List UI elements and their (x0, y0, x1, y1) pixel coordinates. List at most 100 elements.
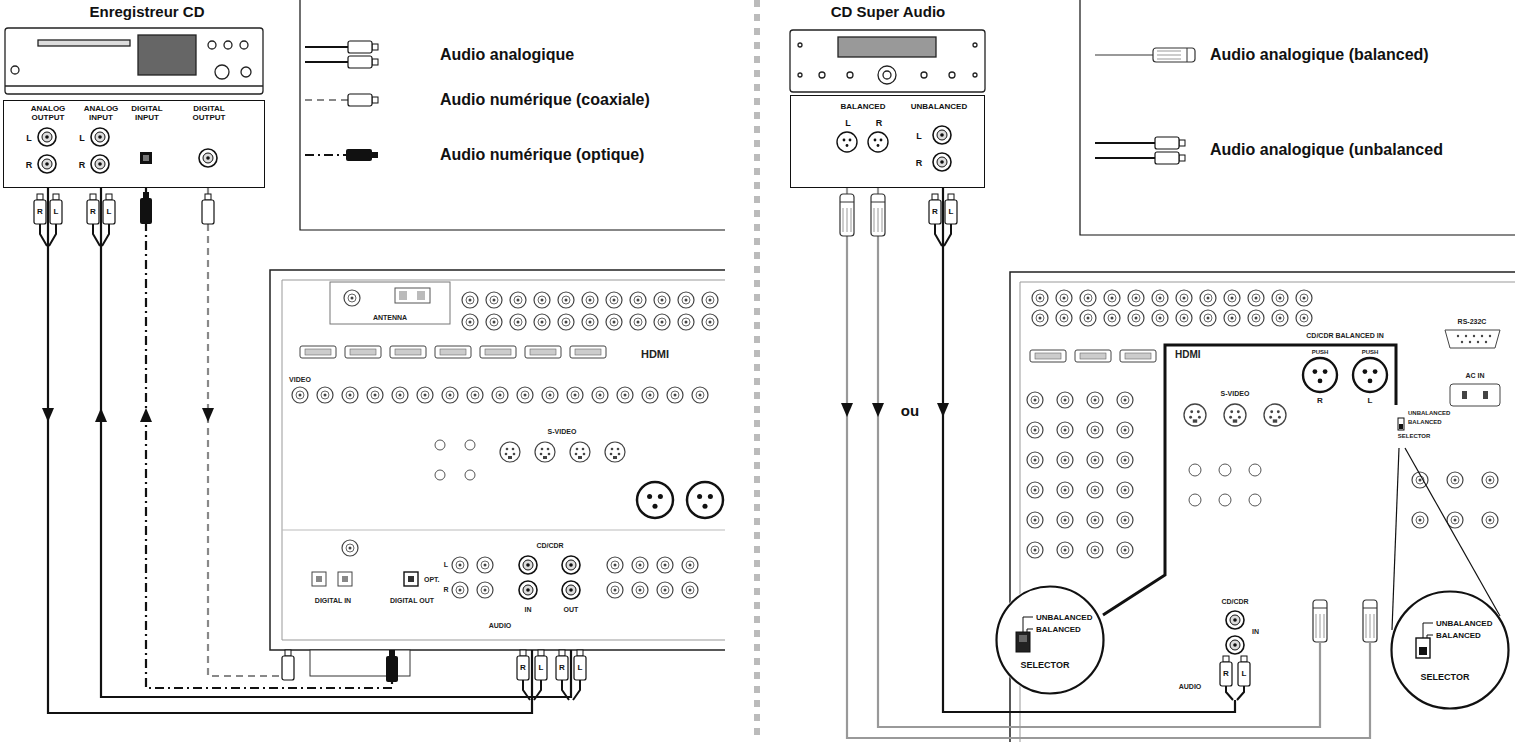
legend-sample (305, 99, 350, 101)
plug-letter: L (946, 207, 956, 217)
receiver-panel-right (1087, 392, 1103, 408)
panel-label: ANALOG OUTPUT (27, 104, 69, 122)
device-panel: CD Super AudioBALANCEDUNBALANCEDLRLR (790, 95, 985, 188)
receiver-panel-right (1248, 310, 1264, 326)
cd-recorder-body (38, 40, 130, 46)
panel-label: HDMI (1175, 349, 1201, 361)
receiver-panel-left (534, 314, 550, 330)
recorder-plugs (40, 224, 109, 246)
receiver-panel-right (1249, 464, 1261, 476)
plug-letter: R (930, 207, 940, 217)
receiver-panel-left (312, 572, 326, 586)
receiver-panel-right (1248, 290, 1264, 306)
panel-label: ANTENNA (373, 314, 407, 322)
receiver-panel-right (1027, 482, 1043, 498)
receiver-panel-left (395, 288, 430, 303)
receiver-panel-left (558, 314, 574, 330)
receiver-plugs-left (282, 650, 586, 700)
panel-label: R (916, 158, 923, 168)
recorder-jacks (38, 128, 217, 173)
divider (754, 0, 760, 742)
receiver-panel-right (1272, 290, 1288, 306)
receiver-panel-right (1445, 330, 1500, 348)
plug-letter: L (104, 207, 114, 217)
receiver-panel-right (1264, 404, 1286, 426)
receiver-panel-right (1027, 452, 1043, 468)
receiver-plugs-left (523, 680, 580, 700)
legend-sample (346, 149, 378, 161)
receiver-panel-left (486, 314, 502, 330)
legend-sample (1155, 152, 1185, 164)
selector-switch-detail (1416, 638, 1430, 658)
arrow-head (841, 403, 853, 417)
recorder-plugs (34, 194, 46, 224)
receiver-panel-right (1489, 335, 1491, 337)
receiver-panel-left (582, 292, 598, 308)
receiver-panel-left (607, 582, 623, 598)
receiver-panel-left (480, 346, 516, 358)
receiver-panel-left (617, 387, 633, 403)
panel-label: S-VIDEO (548, 428, 577, 436)
receiver-panel-left (452, 582, 468, 598)
callout-outline (1392, 592, 1509, 709)
receiver-panel-right (1030, 350, 1066, 362)
receiver-plugs-right (1238, 656, 1250, 686)
receiver-plugs-left (386, 650, 398, 682)
receiver-panel-left (390, 346, 426, 358)
receiver-panel-right (1104, 290, 1120, 306)
receiver-panel-right (1450, 384, 1500, 406)
legend-text: Audio analogique (balanced) (1210, 46, 1429, 64)
panel-label: IN (525, 606, 532, 614)
receiver-panel-right (1176, 290, 1192, 306)
receiver-panel-right (1226, 636, 1244, 654)
panel-label: S-VIDEO (1221, 390, 1250, 398)
panel-label: UNBALANCED (911, 102, 967, 111)
cd-recorder-body (241, 67, 251, 77)
receiver-panel-right (1128, 290, 1144, 306)
sacd-body (798, 73, 802, 77)
receiver-panel-right (1485, 341, 1487, 343)
legend-sample (348, 56, 378, 68)
receiver-plugs-right (1220, 600, 1377, 700)
plug-letter: R (88, 207, 98, 217)
recorder-jacks (140, 152, 152, 164)
sacd-jacks (933, 126, 951, 144)
panel-label: BALANCED (1036, 625, 1081, 634)
receiver-panel-left (477, 582, 493, 598)
receiver-panel-left (345, 346, 381, 358)
receiver-panel-right (1398, 418, 1404, 430)
arrow-head (937, 403, 949, 417)
cd-recorder-body (5, 28, 263, 94)
receiver-panel-right (1226, 611, 1244, 629)
receiver-panel-left (570, 346, 606, 358)
receiver-panel-right (1057, 542, 1073, 558)
receiver-panel-right (1189, 464, 1201, 476)
sacd-plugs (945, 194, 957, 224)
receiver-panel-left (678, 292, 694, 308)
recorder-jacks (91, 155, 109, 173)
receiver-panel-left (367, 387, 383, 403)
receiver-panel-right (1056, 290, 1072, 306)
receiver-panel-right (1461, 341, 1463, 343)
legend-sample (348, 41, 378, 53)
receiver-panel-left (462, 314, 478, 330)
receiver-panel-right (1447, 472, 1463, 488)
receiver-panel-left (477, 557, 493, 573)
receiver-panel-left (282, 530, 725, 531)
receiver-plugs-left (535, 650, 547, 680)
receiver-panel-left (642, 387, 658, 403)
legend-frame (300, 0, 725, 230)
receiver-panel-left (606, 292, 622, 308)
receiver-panel-left (534, 292, 550, 308)
sacd-body (790, 30, 985, 92)
recorder-plugs (34, 192, 214, 246)
receiver-panel-right (1087, 512, 1103, 528)
recorder-jacks (38, 155, 56, 173)
receiver-panel-right (1087, 542, 1103, 558)
selector-switch-detail (1019, 635, 1027, 642)
receiver-panel-left (582, 314, 598, 330)
receiver-panel-left (607, 557, 623, 573)
recorder-jacks (91, 128, 109, 146)
panel-label: L (1368, 396, 1373, 405)
